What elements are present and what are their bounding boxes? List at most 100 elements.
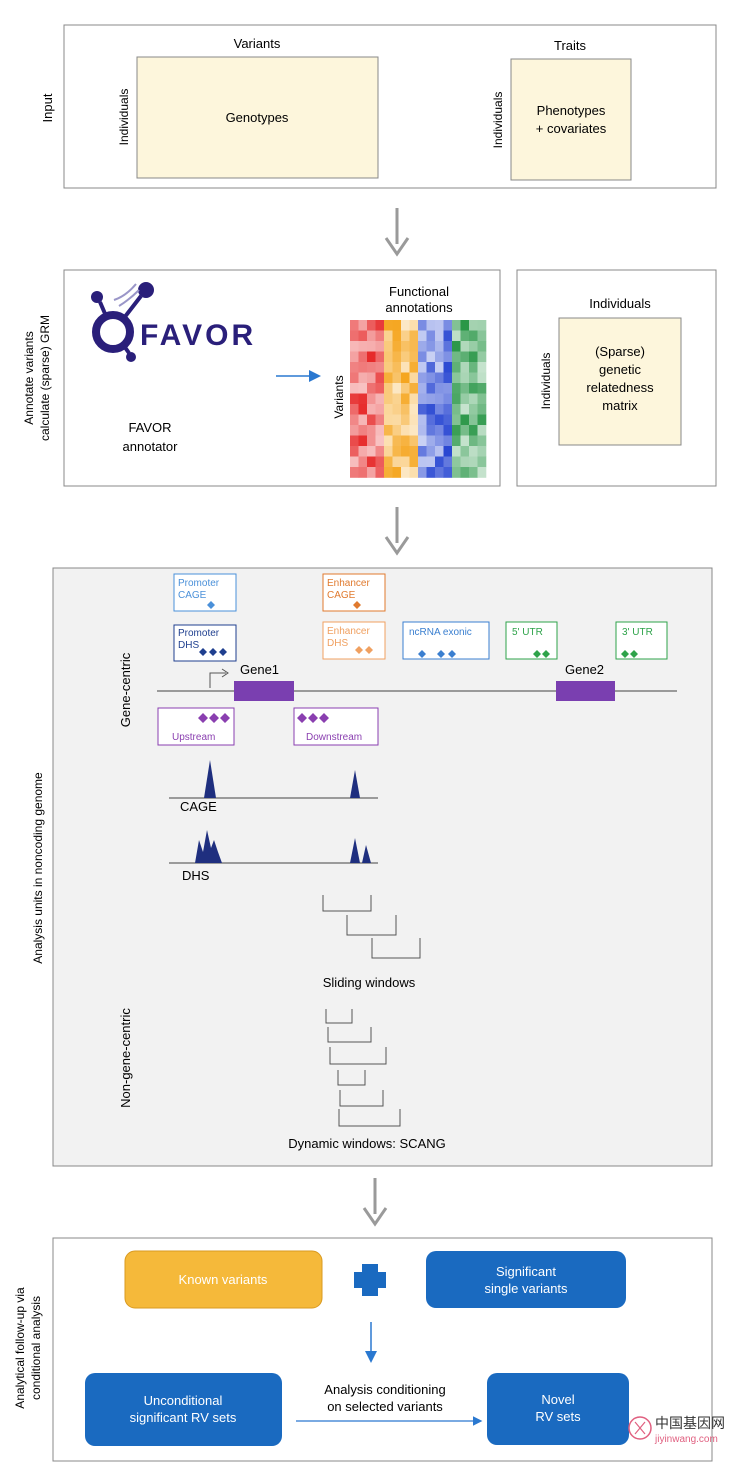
promoter-dhs-label-1: Promoter bbox=[178, 628, 220, 639]
heatmap-cell bbox=[443, 456, 453, 468]
heatmap-cell bbox=[452, 330, 461, 342]
heatmap-cell bbox=[358, 351, 368, 363]
ncrna-exonic-box: ncRNA exonic bbox=[402, 621, 490, 660]
heatmap-cell bbox=[350, 372, 359, 384]
heatmap-cell bbox=[469, 362, 478, 373]
heatmap-cell bbox=[452, 383, 461, 394]
heatmap-cell bbox=[443, 362, 453, 373]
heatmap-cell bbox=[460, 341, 470, 352]
genotypes-individuals-label: Individuals bbox=[117, 89, 131, 146]
heatmap-cell bbox=[426, 435, 436, 447]
heatmap-cell bbox=[367, 404, 376, 415]
heatmap-cell bbox=[384, 372, 393, 384]
heatmap-cell bbox=[358, 435, 368, 447]
heatmap-cell bbox=[477, 425, 487, 436]
heatmap-cell bbox=[409, 467, 419, 478]
heatmap-cell bbox=[452, 362, 461, 373]
heatmap-cell bbox=[392, 393, 402, 405]
heatmap-cell bbox=[409, 330, 419, 342]
heatmap-cell bbox=[401, 435, 410, 447]
gene1-label: Gene1 bbox=[240, 662, 279, 677]
heatmap-cell bbox=[384, 435, 393, 447]
unconditional-label-2: significant RV sets bbox=[130, 1410, 237, 1425]
heatmap-cell bbox=[435, 330, 444, 342]
watermark-url: jiyinwang.com bbox=[654, 1434, 718, 1445]
heatmap-cell bbox=[477, 404, 487, 415]
heatmap-cell bbox=[460, 372, 470, 384]
heatmap-cell bbox=[384, 393, 393, 405]
heatmap-cell bbox=[418, 330, 427, 342]
heatmap-cell bbox=[469, 330, 478, 342]
heatmap-cell bbox=[367, 425, 376, 436]
heatmap-cell bbox=[426, 330, 436, 342]
heatmap-cell bbox=[469, 435, 478, 447]
utr5-box: 5' UTR bbox=[505, 621, 558, 660]
heatmap-cell bbox=[367, 414, 376, 426]
heatmap-cell bbox=[443, 372, 453, 384]
heatmap-cell bbox=[469, 467, 478, 478]
promoter-dhs-label-2: DHS bbox=[178, 640, 199, 651]
enhancer-dhs-box: Enhancer DHS bbox=[322, 621, 386, 660]
heatmap-cell bbox=[443, 320, 453, 331]
heatmap-cell bbox=[358, 320, 368, 331]
heatmap-cell bbox=[435, 414, 444, 426]
heatmap-cell bbox=[477, 393, 487, 405]
tss-arrow bbox=[209, 672, 226, 688]
novel-rv-box bbox=[487, 1373, 629, 1445]
heatmap-cell bbox=[452, 393, 461, 405]
heatmap-cell bbox=[418, 467, 427, 478]
heatmap-cell bbox=[392, 362, 402, 373]
heatmap-cell bbox=[460, 330, 470, 342]
heatmap-cell bbox=[358, 456, 368, 468]
heatmap-cell bbox=[384, 362, 393, 373]
functional-annotations-heatmap bbox=[350, 320, 487, 478]
significant-variants-box bbox=[426, 1251, 626, 1308]
heatmap-cell bbox=[469, 456, 478, 468]
heatmap-cell bbox=[367, 467, 376, 478]
plus-icon bbox=[354, 1264, 386, 1296]
heatmap-cell bbox=[409, 456, 419, 468]
heatmap-cell bbox=[367, 362, 376, 373]
favor-annotator-label-2: annotator bbox=[123, 439, 179, 454]
grm-label-1: (Sparse) bbox=[595, 344, 645, 359]
heatmap-cell bbox=[409, 351, 419, 363]
conditioning-label-1: Analysis conditioning bbox=[324, 1382, 445, 1397]
heatmap-cell bbox=[452, 404, 461, 415]
heatmap-cell bbox=[418, 425, 427, 436]
heatmap-cell bbox=[452, 456, 461, 468]
heatmap-cell bbox=[367, 446, 376, 457]
heatmap-cell bbox=[367, 351, 376, 363]
heatmap-cell bbox=[452, 446, 461, 457]
heatmap-cell bbox=[460, 456, 470, 468]
heatmap-cell bbox=[452, 414, 461, 426]
heatmap-cell bbox=[426, 467, 436, 478]
annotations-variants-label: Variants bbox=[332, 375, 346, 418]
heatmap-cell bbox=[401, 351, 410, 363]
heatmap-cell bbox=[426, 446, 436, 457]
heatmap-cell bbox=[392, 446, 402, 457]
promoter-dhs-box: Promoter DHS bbox=[173, 624, 237, 662]
heatmap-cell bbox=[426, 393, 436, 405]
heatmap-cell bbox=[460, 435, 470, 447]
heatmap-cell bbox=[443, 341, 453, 352]
traits-label: Traits bbox=[554, 38, 587, 53]
heatmap-cell bbox=[384, 341, 393, 352]
heatmap-cell bbox=[460, 425, 470, 436]
heatmap-cell bbox=[460, 414, 470, 426]
heatmap-cell bbox=[401, 456, 410, 468]
heatmap-cell bbox=[350, 330, 359, 342]
heatmap-cell bbox=[367, 456, 376, 468]
heatmap-cell bbox=[401, 330, 410, 342]
grm-label-4: matrix bbox=[602, 398, 638, 413]
dhs-peak-1 bbox=[195, 830, 222, 863]
heatmap-cell bbox=[409, 425, 419, 436]
heatmap-cell bbox=[358, 393, 368, 405]
heatmap-cell bbox=[367, 320, 376, 331]
heatmap-cell bbox=[452, 467, 461, 478]
heatmap-cell bbox=[350, 362, 359, 373]
heatmap-cell bbox=[384, 446, 393, 457]
heatmap-cell bbox=[435, 362, 444, 373]
heatmap-cell bbox=[418, 351, 427, 363]
heatmap-cell bbox=[358, 383, 368, 394]
followup-side-label-2: conditional analysis bbox=[29, 1296, 43, 1400]
